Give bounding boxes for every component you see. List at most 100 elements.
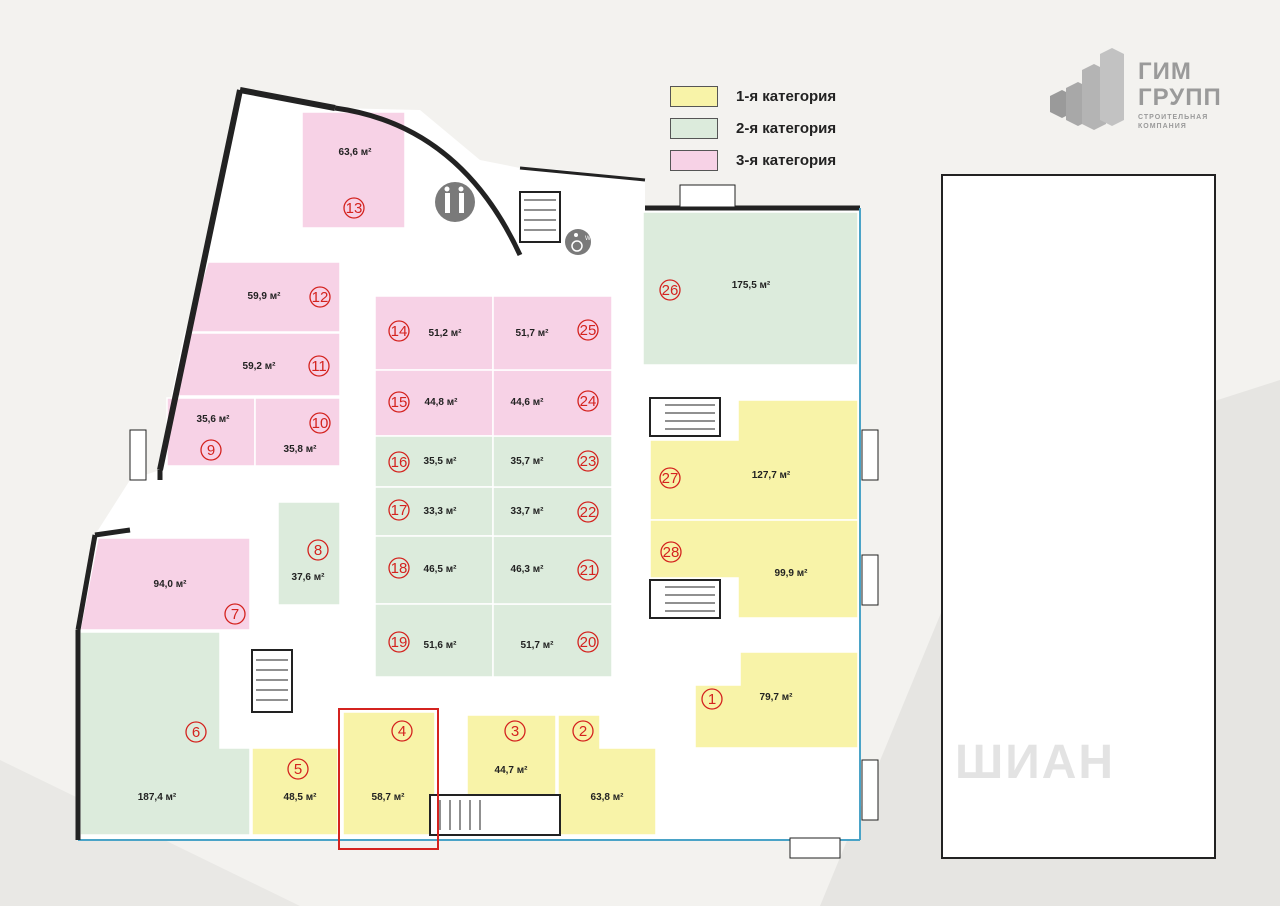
unit-number: 22 — [580, 504, 597, 521]
unit-4[interactable]: 458,7 м² — [342, 711, 436, 836]
unit-26[interactable]: 26 175,5 м² — [642, 211, 859, 366]
unit-area: 46,5 м² — [424, 564, 458, 575]
unit-number: 8 — [314, 542, 322, 559]
unit-number: 13 — [346, 200, 363, 217]
unit-number-circle — [577, 631, 599, 653]
unit-number-circle — [388, 499, 410, 521]
unit-23[interactable]: 23 35,7 м² — [492, 435, 613, 488]
unit-21[interactable]: 21 46,3 м² — [492, 535, 613, 605]
unit-shape[interactable] — [171, 332, 341, 397]
unit-5[interactable]: 548,5 м² — [251, 747, 339, 836]
unit-number-circle — [388, 451, 410, 473]
unit-shape[interactable] — [642, 211, 859, 366]
unit-number: 4 — [398, 723, 406, 740]
unit-shape[interactable] — [694, 651, 859, 749]
unit-8[interactable]: 837,6 м² — [277, 501, 341, 606]
unit-area: 44,8 м² — [425, 397, 459, 408]
unit-number-circle — [391, 720, 413, 742]
unit-number-circle — [577, 390, 599, 412]
unit-shape[interactable] — [492, 295, 613, 371]
unit-number: 21 — [580, 562, 597, 579]
unit-area: 51,2 м² — [429, 328, 463, 339]
unit-number-circle — [660, 541, 682, 563]
unit-number: 2 — [579, 723, 587, 740]
legend-swatch-cat2 — [670, 117, 718, 139]
unit-number-circle — [577, 559, 599, 581]
legend-label: 2-я категория — [736, 119, 837, 137]
unit-area: 79,7 м² — [760, 692, 794, 703]
unit-7[interactable]: 7 94,0 м² — [79, 537, 251, 631]
unit-shape[interactable] — [254, 397, 341, 467]
unit-shape[interactable] — [342, 711, 436, 836]
unit-area: 187,4 м² — [138, 792, 177, 803]
unit-1[interactable]: 1 79,7 м² — [694, 651, 859, 749]
unit-shape[interactable] — [649, 519, 859, 619]
unit-area: 44,6 м² — [511, 397, 545, 408]
unit-area: 51,7 м² — [516, 328, 550, 339]
unit-number: 1 — [708, 691, 716, 708]
legend-swatch-cat3 — [670, 149, 718, 171]
unit-area: 48,5 м² — [284, 792, 318, 803]
unit-9[interactable]: 935,6 м² — [166, 397, 256, 467]
unit-number: 7 — [231, 606, 239, 623]
unit-number: 18 — [391, 560, 408, 577]
unit-number-circle — [577, 319, 599, 341]
logo-line1: ГИМ — [1138, 58, 1192, 85]
unit-24[interactable]: 24 44,6 м² — [492, 369, 613, 437]
unit-13[interactable]: 13 63,6 м² — [301, 111, 406, 229]
unit-area: 94,0 м² — [154, 579, 188, 590]
unit-number-circle — [388, 391, 410, 413]
unit-number: 12 — [312, 289, 329, 306]
unit-3[interactable]: 344,7 м² — [466, 714, 557, 796]
legend-label: 3-я категория — [736, 151, 837, 169]
unit-number-circle — [308, 355, 330, 377]
wc-label: WC — [585, 236, 596, 242]
logo-sub2: КОМПАНИЯ — [1138, 123, 1187, 130]
unit-number: 26 — [662, 282, 679, 299]
unit-number: 24 — [580, 393, 597, 410]
logo-mark-icon — [1050, 48, 1124, 130]
unit-area: 35,7 м² — [511, 456, 545, 467]
unit-number: 19 — [391, 634, 408, 651]
legend-swatch-cat1 — [670, 85, 718, 107]
unit-number-circle — [572, 720, 594, 742]
unit-18[interactable]: 18 46,5 м² — [374, 535, 494, 605]
highlight-frame — [338, 708, 439, 850]
unit-area: 127,7 м² — [752, 470, 791, 481]
unit-number: 3 — [511, 723, 519, 740]
unit-number-circle — [200, 439, 222, 461]
logo-sub1: СТРОИТЕЛЬНАЯ — [1138, 114, 1209, 121]
legend-item-cat1: 1-я категория — [670, 80, 836, 112]
unit-number: 9 — [207, 442, 215, 459]
unit-number-circle — [701, 688, 723, 710]
unit-area: 63,6 м² — [339, 147, 373, 158]
unit-number-circle — [309, 286, 331, 308]
unit-area: 46,3 м² — [511, 564, 545, 575]
wheelchair-icon: WC — [565, 229, 596, 255]
side-panel — [941, 174, 1216, 859]
unit-number-circle — [659, 279, 681, 301]
unit-number-circle — [388, 320, 410, 342]
unit-number: 10 — [312, 415, 329, 432]
unit-area: 99,9 м² — [775, 568, 809, 579]
unit-area: 175,5 м² — [732, 280, 771, 291]
legend: 1-я категория 2-я категория 3-я категори… — [670, 80, 836, 176]
unit-number-circle — [388, 631, 410, 653]
legend-label: 1-я категория — [736, 87, 837, 105]
unit-number-circle — [287, 758, 309, 780]
unit-shape[interactable] — [301, 111, 406, 229]
unit-number: 23 — [580, 453, 597, 470]
